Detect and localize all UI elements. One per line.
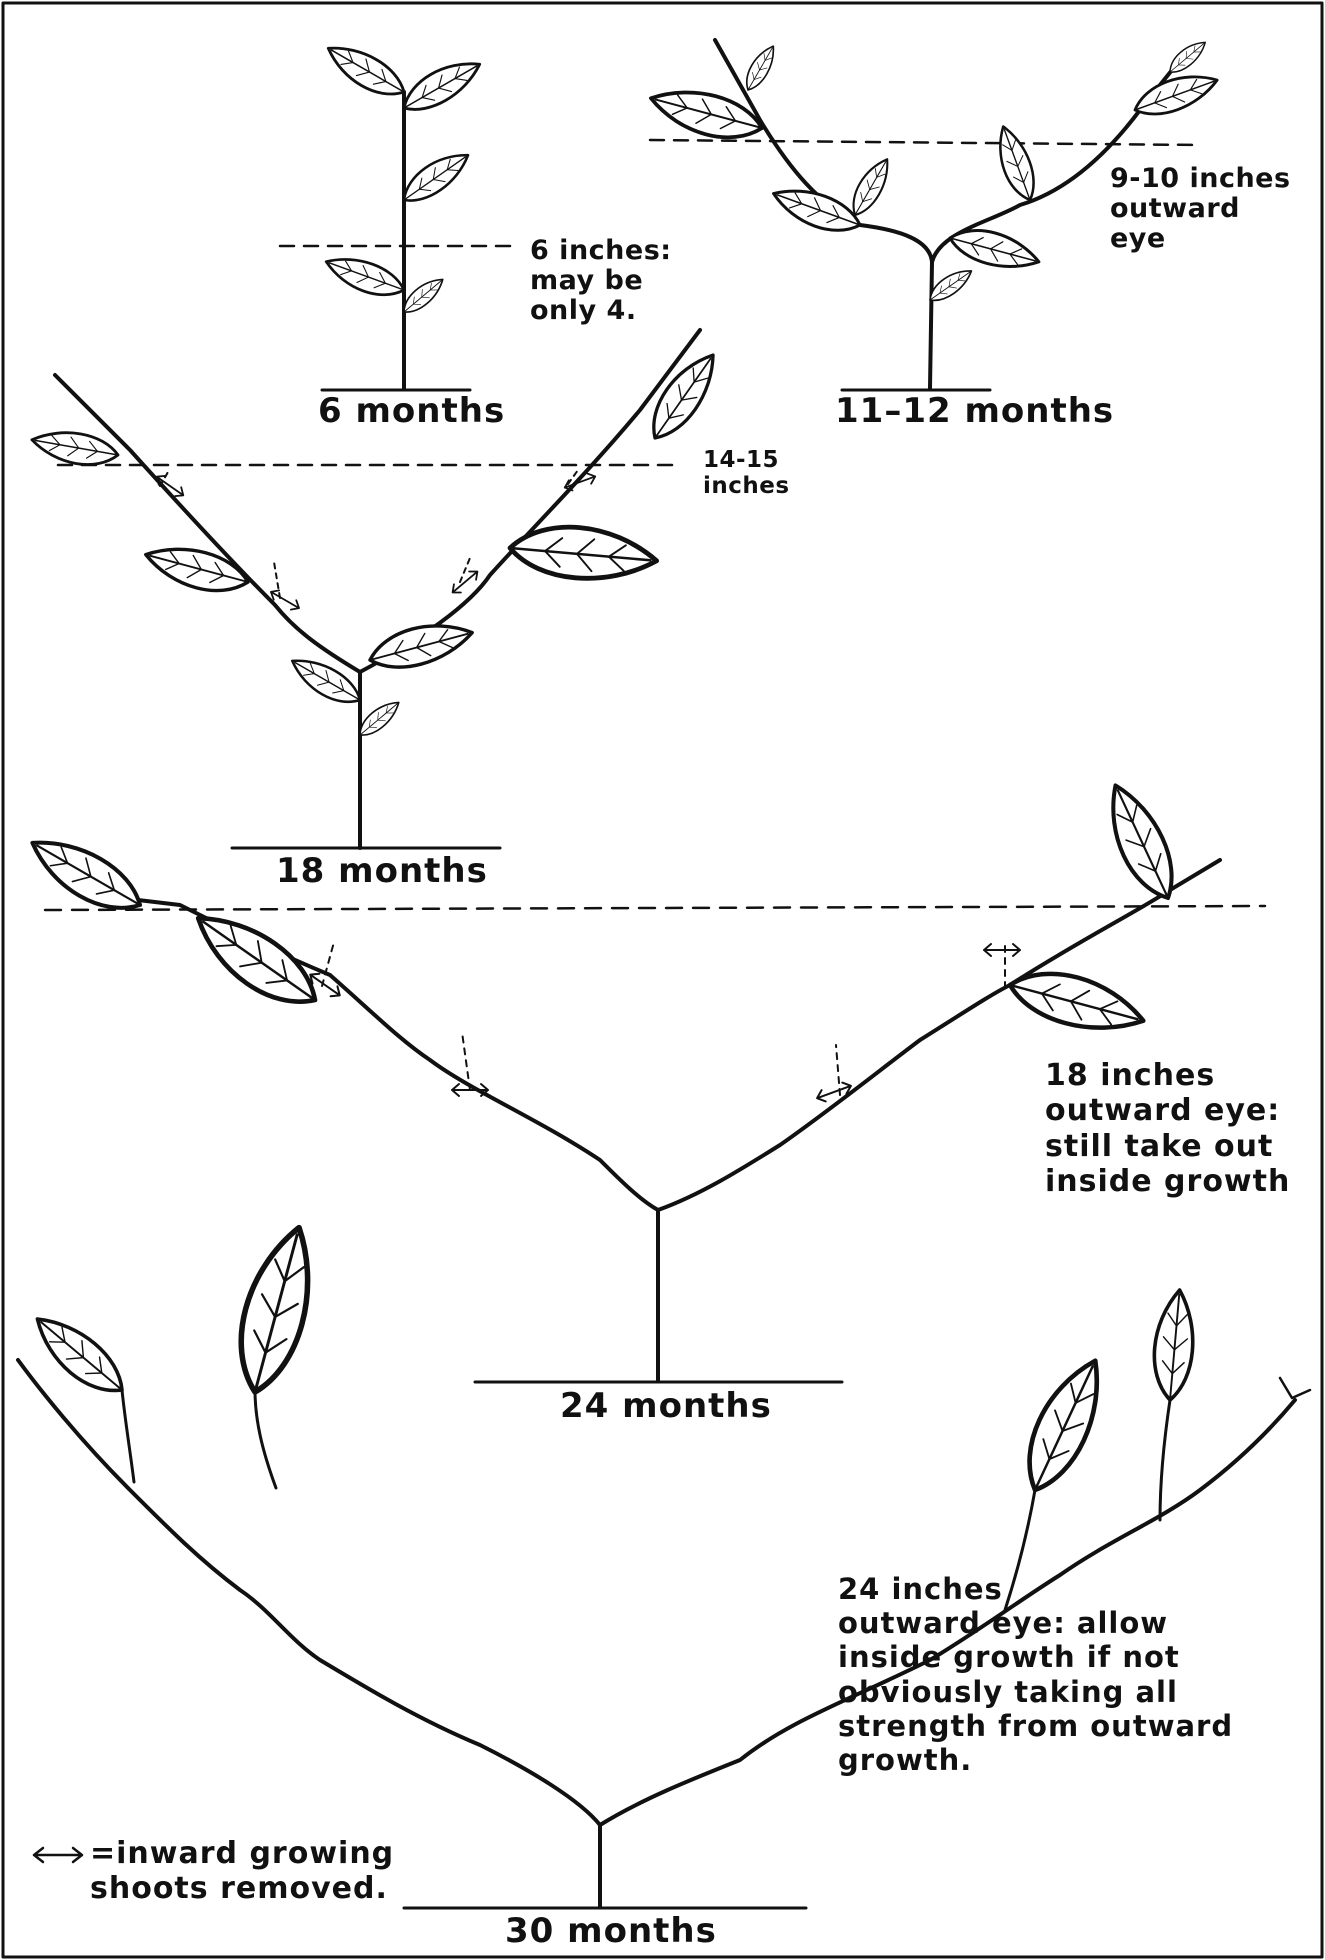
plant-6-months xyxy=(280,36,510,390)
plant-30-months xyxy=(18,1220,1310,1908)
stage-label-24-months: 24 months xyxy=(560,1387,772,1425)
legend-arrow-icon xyxy=(34,1848,82,1862)
legend-text: =inward growing shoots removed. xyxy=(90,1836,394,1907)
note-6-months: 6 inches: may be only 4. xyxy=(530,236,672,327)
stage-label-6-months: 6 months xyxy=(318,392,505,430)
cut-line-24-months xyxy=(45,906,1265,910)
stage-label-30-months: 30 months xyxy=(505,1912,717,1950)
stage-label-18-months: 18 months xyxy=(276,852,488,890)
note-30-months: 24 inches outward eye: allow inside grow… xyxy=(838,1572,1233,1777)
note-11-12-months: 9-10 inches outward eye xyxy=(1110,164,1291,255)
cut-line-11-12-months xyxy=(650,140,1200,145)
note-24-months: 18 inches outward eye: still take out in… xyxy=(1045,1058,1290,1200)
stage-label-11-12-months: 11–12 months xyxy=(835,392,1114,430)
note-18-months: 14-15 inches xyxy=(703,448,790,500)
